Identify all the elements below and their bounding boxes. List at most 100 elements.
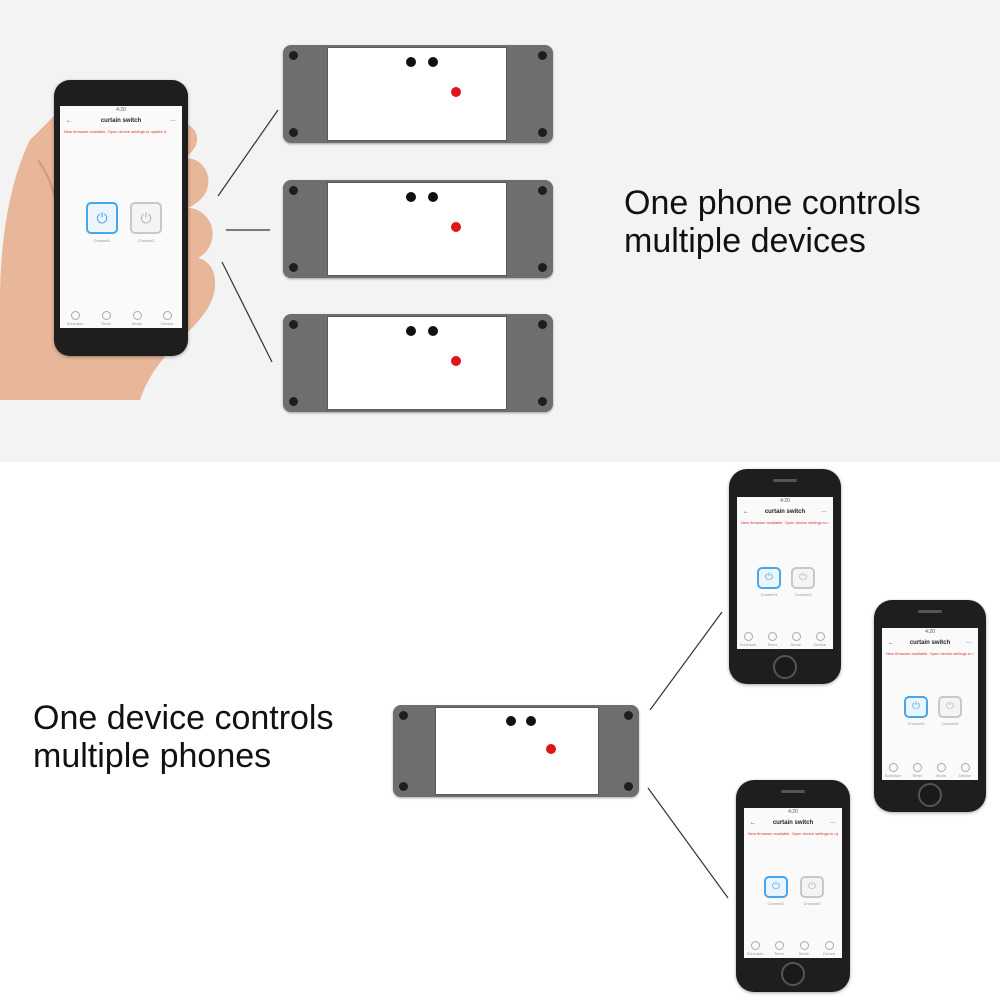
screw	[624, 782, 633, 791]
app-bar: ← curtain switch ···	[882, 637, 978, 649]
phone-screen: 4:20 ←curtain switch··· New firmware ava…	[882, 628, 978, 780]
alarm-icon	[888, 763, 898, 772]
channel1-label: Channel1	[767, 901, 785, 906]
screw	[289, 186, 298, 195]
mode-icon	[799, 941, 809, 950]
tab-device[interactable]: Device	[950, 763, 978, 778]
caption-line: One device controls	[33, 699, 334, 737]
more-icon[interactable]: ···	[170, 118, 176, 124]
tab-device[interactable]: Device	[814, 941, 842, 956]
home-button[interactable]	[918, 783, 942, 807]
indicator-hole	[406, 326, 416, 336]
tab-device[interactable]: Device	[152, 311, 182, 326]
tab-mode[interactable]: Mode	[926, 763, 956, 778]
screw	[399, 711, 408, 720]
home-button[interactable]	[781, 962, 805, 986]
caption-top: One phone controls multiple devices	[624, 184, 921, 260]
indicator-hole	[428, 192, 438, 202]
channel2-button[interactable]: ⏻	[938, 696, 962, 718]
timer-icon	[767, 632, 777, 641]
arrow-left-icon[interactable]: ←	[66, 118, 72, 124]
tab-mode[interactable]: Mode	[122, 311, 152, 326]
tab-mode[interactable]: Mode	[789, 941, 819, 956]
mode-icon	[791, 632, 801, 641]
channel1-button[interactable]: ⏻	[757, 567, 781, 589]
channel1-button[interactable]: ⏻	[904, 696, 928, 718]
channel2-label: Channel2	[137, 238, 155, 243]
channel1-label: Channel1	[760, 592, 778, 597]
tab-bar: Schedule Timer Mode Device	[737, 625, 833, 647]
arrow-left-icon[interactable]: ←	[888, 640, 894, 646]
tab-schedule[interactable]: Schedule	[60, 311, 90, 326]
channel1-button[interactable]: ⏻	[764, 876, 788, 898]
indicator-hole	[526, 716, 536, 726]
device-face	[327, 47, 507, 141]
indicator-hole	[506, 716, 516, 726]
connector-line	[217, 109, 279, 197]
tab-schedule[interactable]: Schedule	[744, 941, 770, 956]
more-icon[interactable]: ···	[830, 820, 836, 826]
power-icon: ⏻	[946, 701, 954, 712]
app-title: curtain switch	[909, 640, 951, 646]
tab-timer[interactable]: Timer	[757, 632, 787, 647]
screw	[538, 186, 547, 195]
firmware-notice[interactable]: New firmware available. Open device sett…	[741, 520, 829, 525]
status-led	[451, 222, 461, 232]
phone-secondary: 4:20 ←curtain switch··· New firmware ava…	[736, 780, 850, 992]
power-icon: ⏻	[765, 572, 773, 583]
screw	[538, 320, 547, 329]
indicator-hole	[406, 57, 416, 67]
tab-mode[interactable]: Mode	[781, 632, 811, 647]
channel2-button[interactable]: ⏻	[130, 202, 162, 234]
alarm-icon	[70, 311, 80, 320]
channel2-label: Channel2	[803, 901, 821, 906]
power-icon: ⏻	[808, 881, 816, 892]
phone-main: 4:20 ← curtain switch ··· New firmware a…	[54, 80, 188, 356]
app-title: curtain switch	[764, 509, 806, 515]
power-icon: ⏻	[96, 210, 108, 226]
switch-device	[393, 705, 639, 797]
arrow-left-icon[interactable]: ←	[750, 820, 756, 826]
app-bar: ←curtain switch···	[744, 817, 842, 829]
app-title: curtain switch	[100, 118, 142, 124]
more-icon[interactable]: ···	[821, 509, 827, 515]
status-led	[546, 744, 556, 754]
device-icon	[960, 763, 970, 772]
screw	[289, 320, 298, 329]
channel2-button[interactable]: ⏻	[800, 876, 824, 898]
device-face	[327, 182, 507, 276]
connector-line	[649, 611, 723, 711]
arrow-left-icon[interactable]: ←	[743, 509, 749, 515]
firmware-notice[interactable]: New firmware available. Open device sett…	[64, 129, 167, 134]
phone-screen: 4:20 ←curtain switch··· New firmware ava…	[744, 808, 842, 958]
screw	[289, 51, 298, 60]
tab-timer[interactable]: Timer	[902, 763, 932, 778]
app-bar: ← curtain switch ···	[60, 115, 182, 127]
firmware-notice[interactable]: New firmware available. Open device sett…	[748, 831, 838, 836]
caption-bottom: One device controls multiple phones	[33, 699, 334, 775]
status-bar: 4:20	[60, 106, 182, 114]
tab-schedule[interactable]: Schedule	[737, 632, 763, 647]
tab-timer[interactable]: Timer	[764, 941, 794, 956]
firmware-notice[interactable]: New firmware available. Open device sett…	[886, 651, 974, 656]
home-button[interactable]	[773, 655, 797, 679]
power-icon: ⏻	[799, 572, 807, 583]
tab-timer[interactable]: Timer	[91, 311, 121, 326]
indicator-hole	[406, 192, 416, 202]
screw	[289, 128, 298, 137]
screw	[538, 128, 547, 137]
channel1-label: Channel1	[93, 238, 111, 243]
power-icon: ⏻	[912, 701, 920, 712]
screw	[289, 397, 298, 406]
status-led	[451, 87, 461, 97]
device-face	[327, 316, 507, 410]
more-icon[interactable]: ···	[966, 640, 972, 646]
phone-speaker	[918, 610, 942, 613]
tab-schedule[interactable]: Schedule	[882, 763, 908, 778]
switch-device	[283, 314, 553, 412]
status-time: 4:20	[116, 107, 126, 113]
channel1-button[interactable]: ⏻	[86, 202, 118, 234]
channel2-button[interactable]: ⏻	[791, 567, 815, 589]
tab-device[interactable]: Device	[805, 632, 833, 647]
